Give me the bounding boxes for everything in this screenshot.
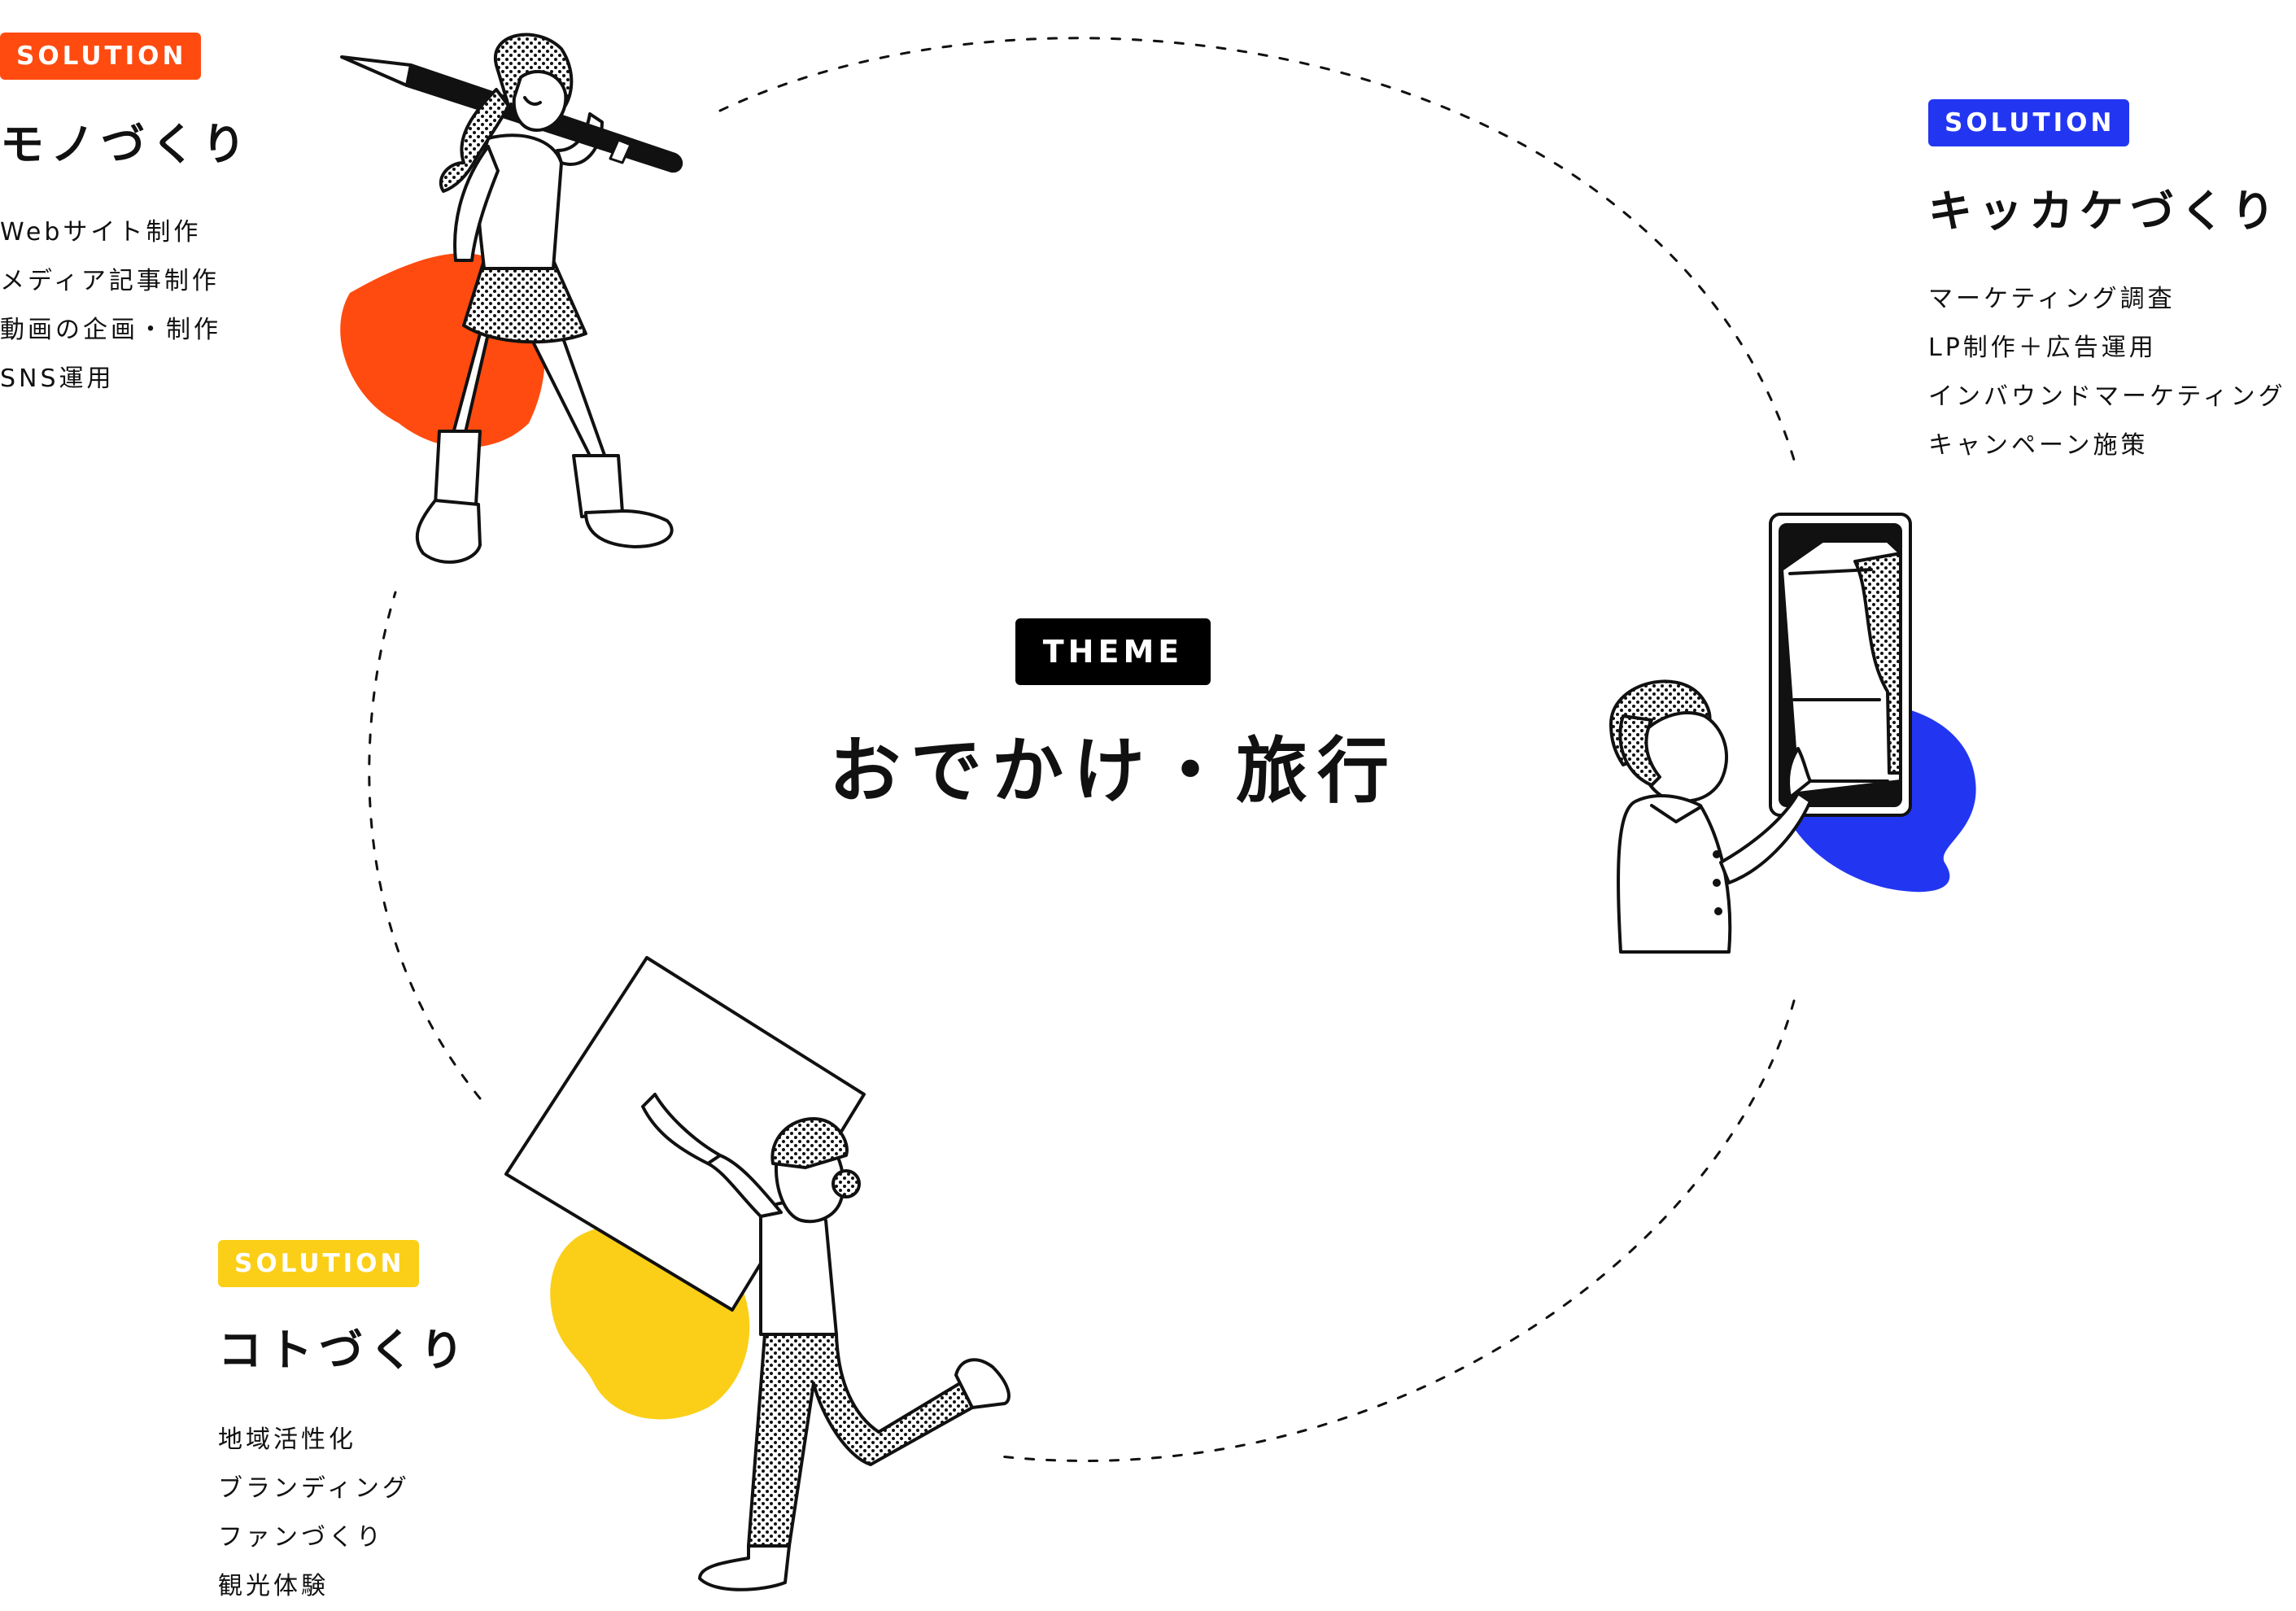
- theme-badge: THEME: [1015, 618, 1211, 685]
- list-item: マーケティング調査: [1928, 285, 2176, 313]
- list-item: LP制作＋広告運用: [1928, 334, 2157, 362]
- cycle-path: [368, 37, 1796, 1462]
- man-opening-phone-screen-illustration: [1609, 513, 1976, 954]
- solution-title-koto: コトづくり: [218, 1325, 470, 1376]
- list-item: Webサイト制作: [0, 218, 202, 247]
- list-item: インバウンドマーケティング: [1928, 382, 2286, 411]
- solution-title-kikkake: キッカケづくり: [1928, 186, 2281, 237]
- solution-badge-mono: SOLUTION: [0, 33, 202, 80]
- list-item: メディア記事制作: [0, 267, 220, 295]
- list-item: 観光体験: [218, 1572, 329, 1600]
- solution-list-kikkake: マーケティング調査 LP制作＋広告運用 インバウンドマーケティング キャンペーン…: [1928, 275, 2286, 470]
- solution-badge-koto: SOLUTION: [218, 1240, 420, 1287]
- list-item: 地域活性化: [218, 1425, 356, 1454]
- list-item: キャンペーン施策: [1928, 431, 2149, 460]
- list-item: ファンづくり: [218, 1523, 384, 1552]
- list-item: 動画の企画・制作: [0, 316, 221, 344]
- woman-carrying-fountain-pen-illustration: [340, 33, 683, 564]
- solution-list-mono: Webサイト制作 メディア記事制作 動画の企画・制作 SNS運用: [0, 208, 221, 404]
- theme-title: おでかけ・旅行: [828, 729, 1399, 813]
- solution-list-koto: 地域活性化 ブランディング ファンづくり 観光体験: [218, 1416, 410, 1611]
- solution-badge-kikkake: SOLUTION: [1928, 99, 2130, 146]
- woman-running-with-frame-illustration: [504, 956, 1011, 1591]
- solution-title-mono: モノづくり: [0, 119, 252, 170]
- list-item: SNS運用: [0, 365, 115, 393]
- list-item: ブランディング: [218, 1474, 410, 1503]
